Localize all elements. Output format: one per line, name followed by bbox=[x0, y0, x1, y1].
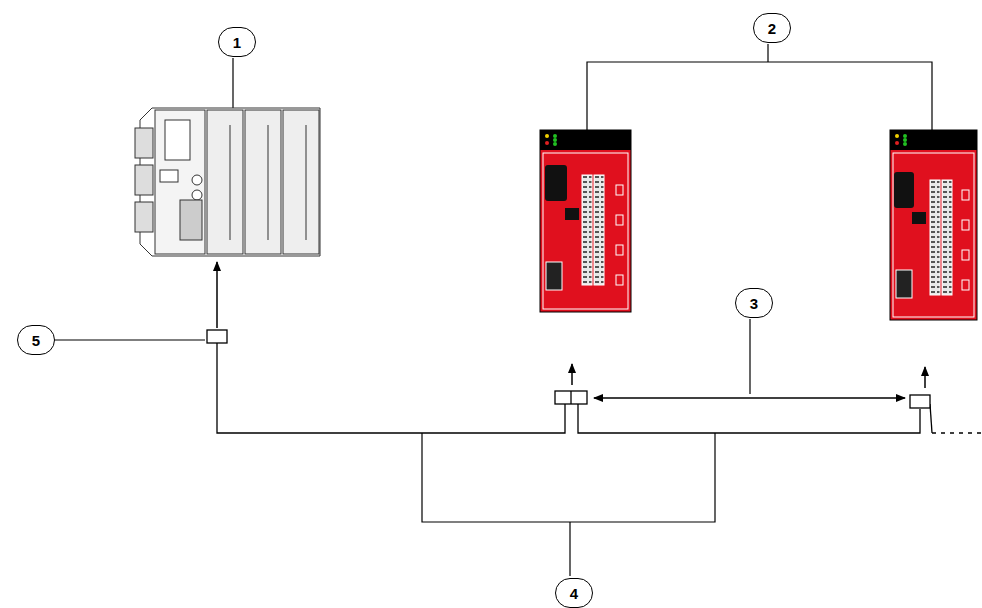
io-module bbox=[540, 130, 631, 312]
bus-taps bbox=[207, 330, 930, 408]
callout-number: 4 bbox=[555, 578, 593, 608]
plc-rack bbox=[135, 108, 320, 256]
io-module bbox=[890, 130, 977, 320]
callout-number: 2 bbox=[753, 13, 791, 43]
bus-cable bbox=[217, 343, 982, 433]
callout-number: 1 bbox=[218, 27, 256, 57]
leader-lines bbox=[48, 44, 932, 576]
callout-number: 3 bbox=[735, 288, 773, 318]
callout-number: 5 bbox=[17, 325, 55, 355]
